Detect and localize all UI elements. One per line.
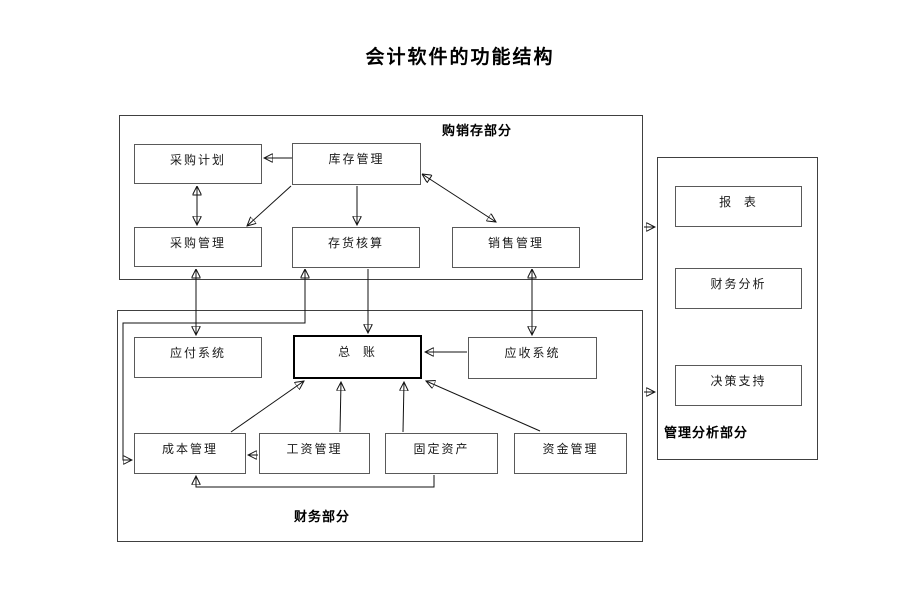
node-cost-mgmt: 成本管理 <box>134 433 246 474</box>
section-label-finance: 财务部分 <box>294 509 351 524</box>
section-finance: 财务部分 <box>117 310 643 542</box>
node-general-ledger: 总 账 <box>293 335 422 379</box>
node-payroll-mgmt: 工资管理 <box>259 433 370 474</box>
diagram-title: 会计软件的功能结构 <box>365 47 555 68</box>
node-payable-system: 应付系统 <box>134 337 262 378</box>
section-label-purchase-sales-inventory: 购销存部分 <box>442 123 513 138</box>
node-reports: 报 表 <box>675 186 802 227</box>
node-funds-mgmt: 资金管理 <box>514 433 627 474</box>
section-purchase-sales-inventory: 购销存部分 <box>119 115 643 280</box>
node-fixed-assets: 固定资产 <box>385 433 498 474</box>
node-purchase-mgmt: 采购管理 <box>134 227 262 267</box>
section-management-analysis: 管理分析部分 <box>657 157 818 460</box>
node-receivable-system: 应收系统 <box>468 337 597 379</box>
node-purchase-plan: 采购计划 <box>134 144 262 184</box>
node-sales-mgmt: 销售管理 <box>452 227 580 268</box>
node-stock-accounting: 存货核算 <box>292 227 420 268</box>
node-decision-support: 决策支持 <box>675 365 802 406</box>
section-label-management-analysis: 管理分析部分 <box>664 425 749 440</box>
node-inventory-mgmt: 库存管理 <box>292 143 421 185</box>
node-financial-analysis: 财务分析 <box>675 268 802 309</box>
